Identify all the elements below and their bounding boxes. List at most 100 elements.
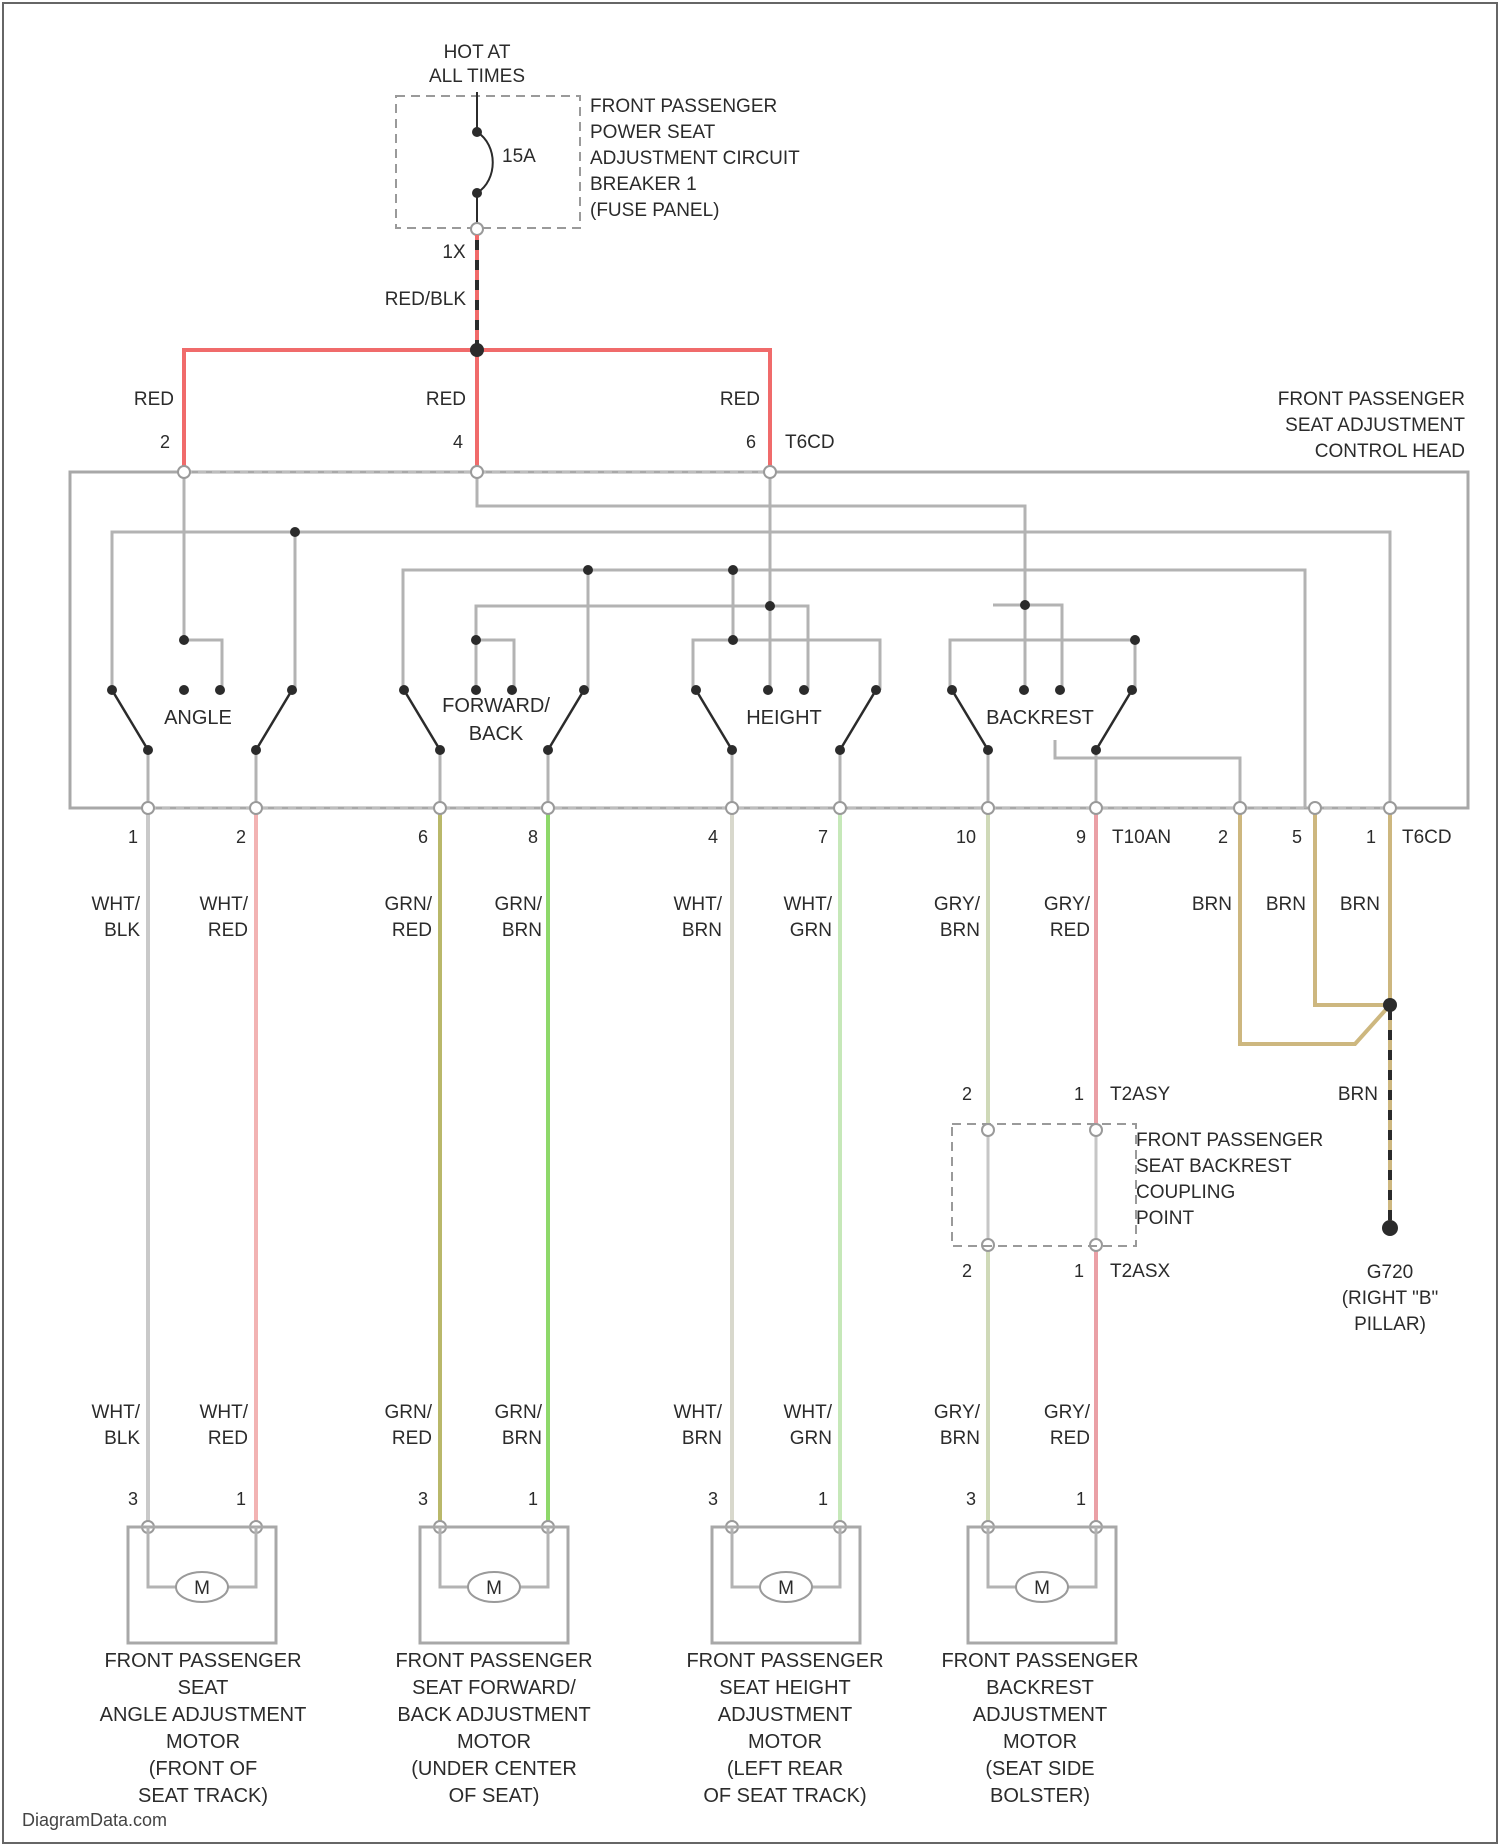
- motor-pin-1: 3: [128, 1489, 138, 1509]
- fuse-label-line1: FRONT PASSENGER: [590, 96, 777, 117]
- bottom-pin-5: 4: [708, 827, 718, 847]
- coupling-point: 2 1 2 1 T2ASY T2ASX FRONT PASSENGER SEAT…: [952, 1084, 1323, 1282]
- ground-label-line2: (RIGHT "B": [1342, 1288, 1439, 1309]
- switch-2-centre-a: [763, 685, 773, 695]
- motor-labels: FRONT PASSENGER SEAT ANGLE ADJUSTMENT MO…: [100, 1650, 1139, 1807]
- bottom-pin-11: 1: [1366, 827, 1376, 847]
- motor-wire-label-3a: GRN/: [385, 1402, 433, 1423]
- switch-3-centre-a: [1019, 685, 1029, 695]
- head-terminal-7: [1090, 802, 1102, 814]
- switch-height-label: HEIGHT: [746, 707, 822, 729]
- ground-wire-label-3: BRN: [1340, 894, 1380, 915]
- motor-forward-label-3: BACK ADJUSTMENT: [397, 1704, 590, 1726]
- motor-pin-3: 3: [418, 1489, 428, 1509]
- motor-angle-label-4: MOTOR: [166, 1731, 240, 1753]
- motor-height-label-3: ADJUSTMENT: [718, 1704, 852, 1726]
- wire-label-4b: BRN: [502, 920, 542, 941]
- fuse-panel: HOT AT ALL TIMES 15A 1X FRONT PASSENGER …: [396, 42, 800, 263]
- coupling-label-line1: FRONT PASSENGER: [1136, 1130, 1323, 1151]
- switch-3-contact-0: [947, 685, 957, 695]
- ground-terminal-0: [1234, 802, 1246, 814]
- coupling-dashed-box: [952, 1124, 1136, 1246]
- motor-wire-label-6b: GRN: [790, 1428, 832, 1449]
- switch-2-blade-1: [840, 690, 876, 750]
- head-terminal-6: [982, 802, 994, 814]
- wire-label-4a: GRN/: [495, 894, 543, 915]
- switch-2-centre-b: [799, 685, 809, 695]
- motor-pin-4: 1: [528, 1489, 538, 1509]
- internal-junctions: [179, 527, 1140, 645]
- control-head-label-line3: CONTROL HEAD: [1315, 441, 1465, 462]
- head-terminal-5: [834, 802, 846, 814]
- switch-0-blade-1: [256, 690, 292, 750]
- power-feed: RED/BLK RED RED RED 2 4 6 T6CD: [134, 235, 835, 470]
- motor-forward-label-5: (UNDER CENTER: [411, 1758, 577, 1780]
- motor-wire-label-2a: WHT/: [199, 1402, 248, 1423]
- switch-2-contact-0: [691, 685, 701, 695]
- feed-wire-label: RED/BLK: [385, 289, 467, 310]
- switch-forward-back-label-line1: FORWARD/: [442, 695, 550, 717]
- wire-label-6a: WHT/: [783, 894, 832, 915]
- wire-label-8b: RED: [1050, 920, 1090, 941]
- ground-terminal-1: [1309, 802, 1321, 814]
- motor-2-lead-left: [732, 1527, 760, 1587]
- switch-2-contact-1: [871, 685, 881, 695]
- ground-label-line1: G720: [1367, 1262, 1413, 1283]
- ground-wire-label: BRN: [1338, 1084, 1378, 1105]
- ground-label-line3: PILLAR): [1354, 1314, 1426, 1335]
- motor-forward-label-1: FRONT PASSENGER: [395, 1650, 592, 1672]
- switch-0-blade-0: [112, 690, 148, 750]
- motor-2-symbol-letter: M: [778, 1578, 794, 1599]
- motor-3-lead-right: [1068, 1527, 1096, 1587]
- switch-0-contact-1: [287, 685, 297, 695]
- motor-pin-5: 3: [708, 1489, 718, 1509]
- switch-1-contact-1: [579, 685, 589, 695]
- switch-1-contact-0: [399, 685, 409, 695]
- motor-wire-label-1a: WHT/: [91, 1402, 140, 1423]
- coupling-label-line4: POINT: [1136, 1208, 1194, 1229]
- red-wire-label-2: RED: [426, 389, 466, 410]
- ground-wire-label-2: BRN: [1266, 894, 1306, 915]
- motor-forward-label-4: MOTOR: [457, 1731, 531, 1753]
- ground-splice: [1383, 998, 1397, 1012]
- ground-wire-label-1: BRN: [1192, 894, 1232, 915]
- fuse-dashed-box: [396, 96, 580, 228]
- wire-label-3b: RED: [392, 920, 432, 941]
- top-pin-1: 2: [160, 432, 170, 452]
- switch-1-centre-a: [471, 685, 481, 695]
- head-terminal-3: [542, 802, 554, 814]
- ground-circuit: BRN G720 (RIGHT "B" PILLAR): [1338, 998, 1438, 1335]
- switch-3-centre-b: [1055, 685, 1065, 695]
- motor-backrest-label-4: MOTOR: [1003, 1731, 1077, 1753]
- motor-backrest-label-5: (SEAT SIDE: [985, 1758, 1094, 1780]
- switch-0-contact-0: [107, 685, 117, 695]
- motor-forward-label-6: OF SEAT): [449, 1785, 540, 1807]
- motor-2-lead-right: [812, 1527, 840, 1587]
- head-terminal-0: [142, 802, 154, 814]
- internal-wiring: [112, 472, 1390, 808]
- motor-wire-label-5a: WHT/: [673, 1402, 722, 1423]
- fuse-pin: 1X: [442, 242, 466, 263]
- fuse-connector-terminal: [471, 223, 483, 235]
- switch-angle-label: ANGLE: [164, 707, 232, 729]
- motor-angle-label-3: ANGLE ADJUSTMENT: [100, 1704, 307, 1726]
- motor-wire-label-1b: BLK: [104, 1428, 140, 1449]
- wire-label-2a: WHT/: [199, 894, 248, 915]
- bottom-pin-4: 8: [528, 827, 538, 847]
- motor-height-label-6: OF SEAT TRACK): [703, 1785, 866, 1807]
- motor-0-lead-right: [228, 1527, 256, 1587]
- wire-label-7a: GRY/: [934, 894, 981, 915]
- coupling-label-line3: COUPLING: [1136, 1182, 1235, 1203]
- watermark: DiagramData.com: [22, 1810, 167, 1830]
- wire-label-1a: WHT/: [91, 894, 140, 915]
- motor-wire-label-7b: BRN: [940, 1428, 980, 1449]
- switch-2-blade-0: [696, 690, 732, 750]
- fuse-label-line2: POWER SEAT: [590, 122, 716, 143]
- switch-0-centre-b: [215, 685, 225, 695]
- wire-label-3a: GRN/: [385, 894, 433, 915]
- feed-splice: [470, 343, 484, 357]
- motor-wire-label-2b: RED: [208, 1428, 248, 1449]
- motor-height-label-4: MOTOR: [748, 1731, 822, 1753]
